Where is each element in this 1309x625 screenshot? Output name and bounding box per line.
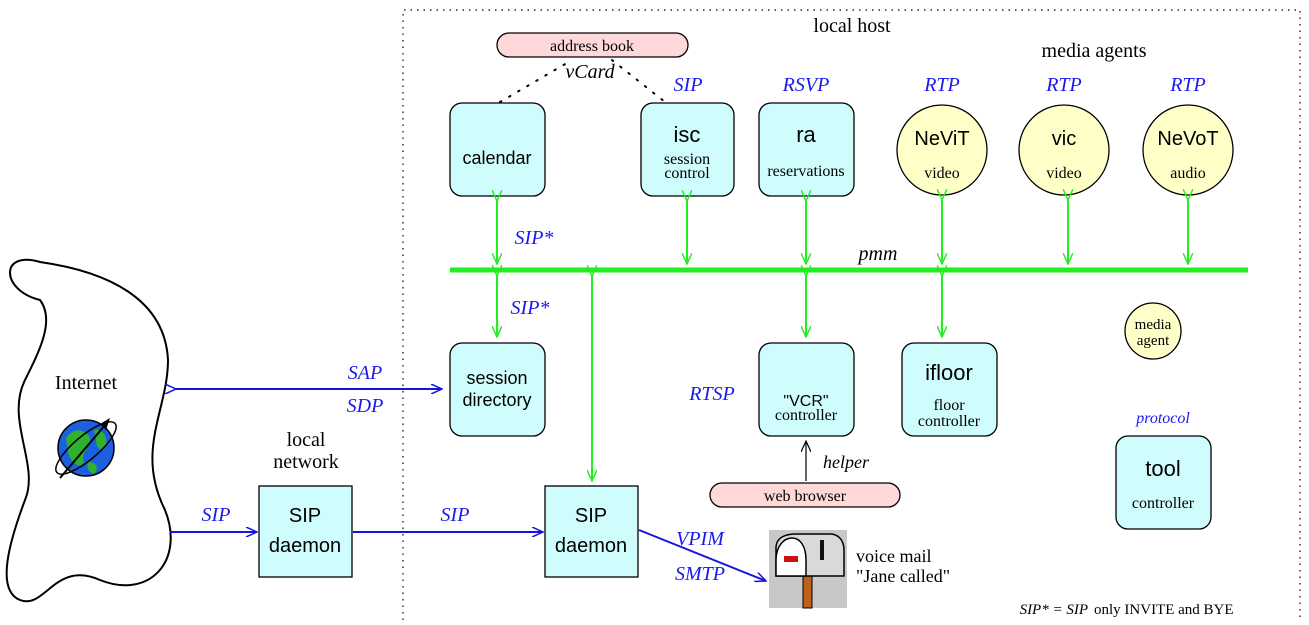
legend-protocol-label: protocol: [1135, 410, 1190, 427]
tool-controller-box: [1115, 435, 1212, 530]
calendar-label: calendar: [462, 148, 531, 168]
globe-icon: [55, 418, 117, 479]
legend-agent-line2: agent: [1137, 333, 1170, 349]
address-book: [496, 32, 689, 58]
tool-line1: controller: [1132, 495, 1195, 512]
helper-label: helper: [823, 452, 870, 472]
ifloor-box: [901, 342, 998, 437]
address-book-label: address book: [550, 38, 634, 55]
isc-line2: control: [664, 165, 710, 182]
vcard-label: vCard: [565, 61, 615, 83]
nevot-name: NeVoT: [1157, 128, 1218, 150]
vcr-line1: "VCR": [783, 393, 828, 410]
tool-name: tool: [1145, 456, 1180, 481]
vcard-link: [499, 59, 666, 103]
pmm-bus-label: pmm: [857, 243, 898, 265]
sip-daemons-label: SIP: [441, 504, 470, 526]
vpim-label: VPIM: [676, 528, 725, 550]
sip-daemon-host-box: [544, 485, 639, 578]
session-directory-box: [449, 342, 546, 437]
ifloor-line2: controller: [918, 413, 981, 430]
legend-media-agent: [1124, 302, 1182, 360]
local-network-line1: local: [287, 429, 326, 451]
nevit-protocol: RTP: [923, 74, 960, 96]
nevot-kind: audio: [1170, 165, 1206, 182]
sip-local-line2: daemon: [269, 535, 341, 557]
vcr-controller-box: [758, 342, 855, 437]
isc-line1: session: [664, 151, 710, 168]
voice-mail-line1: voice mail: [856, 546, 931, 566]
mailbox-icon: [769, 530, 847, 609]
ra-name: ra: [796, 122, 816, 147]
web-browser: [709, 482, 901, 508]
smtp-label: SMTP: [675, 563, 725, 585]
internet-label: Internet: [55, 372, 118, 394]
ra-box: [758, 102, 855, 197]
nevit-kind: video: [924, 165, 960, 182]
legend-agent-line1: media: [1135, 317, 1172, 333]
isc-protocol: SIP: [674, 74, 703, 96]
web-browser-label: web browser: [764, 488, 847, 505]
nevot-protocol: RTP: [1169, 74, 1206, 96]
sip-host-line1: SIP: [575, 505, 607, 527]
ra-protocol: RSVP: [782, 74, 830, 96]
sip-internet-label: SIP: [202, 504, 231, 526]
session-directory-line1: session: [466, 368, 527, 388]
footnote-text: only INVITE and BYE: [1094, 602, 1234, 618]
ra-line1: reservations: [767, 163, 844, 180]
sip-star-lower: SIP*: [511, 297, 550, 319]
isc-box: [640, 102, 735, 197]
sip-host-line2: daemon: [555, 535, 627, 557]
sip-local-line1: SIP: [289, 505, 321, 527]
local-host-title: local host: [813, 15, 891, 37]
session-directory-line2: directory: [462, 390, 531, 410]
sdp-label: SDP: [347, 395, 384, 417]
voice-mail-link: [638, 529, 766, 581]
ifloor-line1: floor: [933, 397, 965, 414]
local-network-line2: network: [273, 451, 339, 473]
vic-kind: video: [1046, 165, 1082, 182]
nevit-name: NeViT: [914, 128, 969, 150]
vic-protocol: RTP: [1045, 74, 1082, 96]
ifloor-name: ifloor: [925, 360, 973, 385]
rtsp-label: RTSP: [688, 383, 735, 405]
voice-mail-line2: "Jane called": [856, 566, 950, 586]
footnote-sipstar: SIP* = SIP: [1020, 602, 1088, 618]
media-agents-title: media agents: [1042, 40, 1147, 62]
vcr-line2: controller: [775, 407, 838, 424]
sip-daemon-local-box: [258, 485, 353, 578]
isc-name: isc: [674, 122, 701, 147]
sap-label: SAP: [348, 362, 382, 384]
vic-name: vic: [1052, 128, 1076, 150]
sip-star-upper: SIP*: [515, 227, 554, 249]
